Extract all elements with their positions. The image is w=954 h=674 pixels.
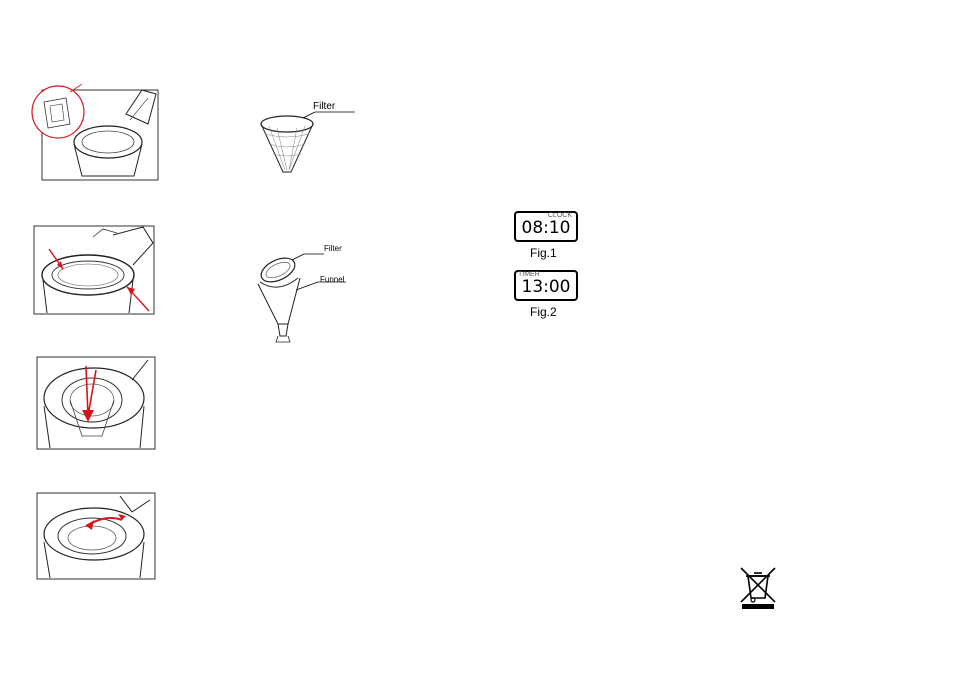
timer-digits: 13:00 xyxy=(516,277,576,297)
step-photo-insert-filter xyxy=(36,356,156,450)
step-photo-open-lid xyxy=(30,84,160,182)
fig2-caption: Fig.2 xyxy=(530,305,557,319)
step-photo-filter-holder xyxy=(33,225,155,315)
cone-filter-label: Filter xyxy=(313,101,335,112)
cone-filter-illustration xyxy=(255,100,365,180)
funnel-assembly-illustration xyxy=(248,240,358,346)
assembly-funnel-label: Funnel xyxy=(320,275,344,284)
crossed-out-wheelie-bin-icon xyxy=(738,566,778,610)
clock-display-fig1: CLOCK 08:10 xyxy=(514,211,578,242)
timer-display-fig2: TIMER 13:00 xyxy=(514,270,578,301)
step-photo-rotate-filter xyxy=(36,492,156,580)
assembly-filter-label: Filter xyxy=(324,244,342,253)
clock-digits: 08:10 xyxy=(516,218,576,238)
fig1-caption: Fig.1 xyxy=(530,246,557,260)
